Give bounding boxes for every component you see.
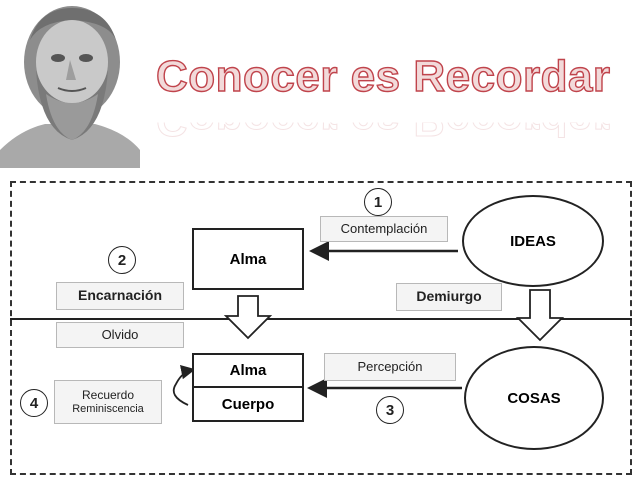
encarnacion-down-arrow bbox=[223, 295, 273, 340]
diagram-frame bbox=[10, 181, 632, 475]
demiurgo-label: Demiurgo bbox=[396, 283, 502, 311]
recuerdo-text: Recuerdo bbox=[81, 387, 135, 402]
contemplacion-label: Contemplación bbox=[320, 216, 448, 242]
step-4-badge: 4 bbox=[20, 389, 48, 417]
alma-box-top: Alma bbox=[192, 228, 304, 290]
percepcion-label: Percepción bbox=[324, 353, 456, 381]
ideas-ellipse: IDEAS bbox=[462, 195, 604, 287]
alma-box-bottom: Alma bbox=[192, 353, 304, 388]
cuerpo-box: Cuerpo bbox=[192, 386, 304, 422]
olvido-label: Olvido bbox=[56, 322, 184, 348]
plato-bust-image bbox=[0, 0, 140, 168]
encarnacion-label: Encarnación bbox=[56, 282, 184, 310]
world-divider-line bbox=[10, 318, 632, 320]
cosas-ellipse: COSAS bbox=[464, 346, 604, 450]
step-2-badge: 2 bbox=[108, 246, 136, 274]
recuerdo-reminiscencia-label: Recuerdo Reminiscencia bbox=[54, 380, 162, 424]
step-1-badge: 1 bbox=[364, 188, 392, 216]
reminiscencia-text: Reminiscencia bbox=[72, 402, 144, 415]
recuerdo-curved-arrow bbox=[172, 365, 196, 406]
step-3-badge: 3 bbox=[376, 396, 404, 424]
page-title: Conocer es Recordar bbox=[155, 51, 611, 101]
demiurgo-down-arrow bbox=[515, 289, 565, 342]
